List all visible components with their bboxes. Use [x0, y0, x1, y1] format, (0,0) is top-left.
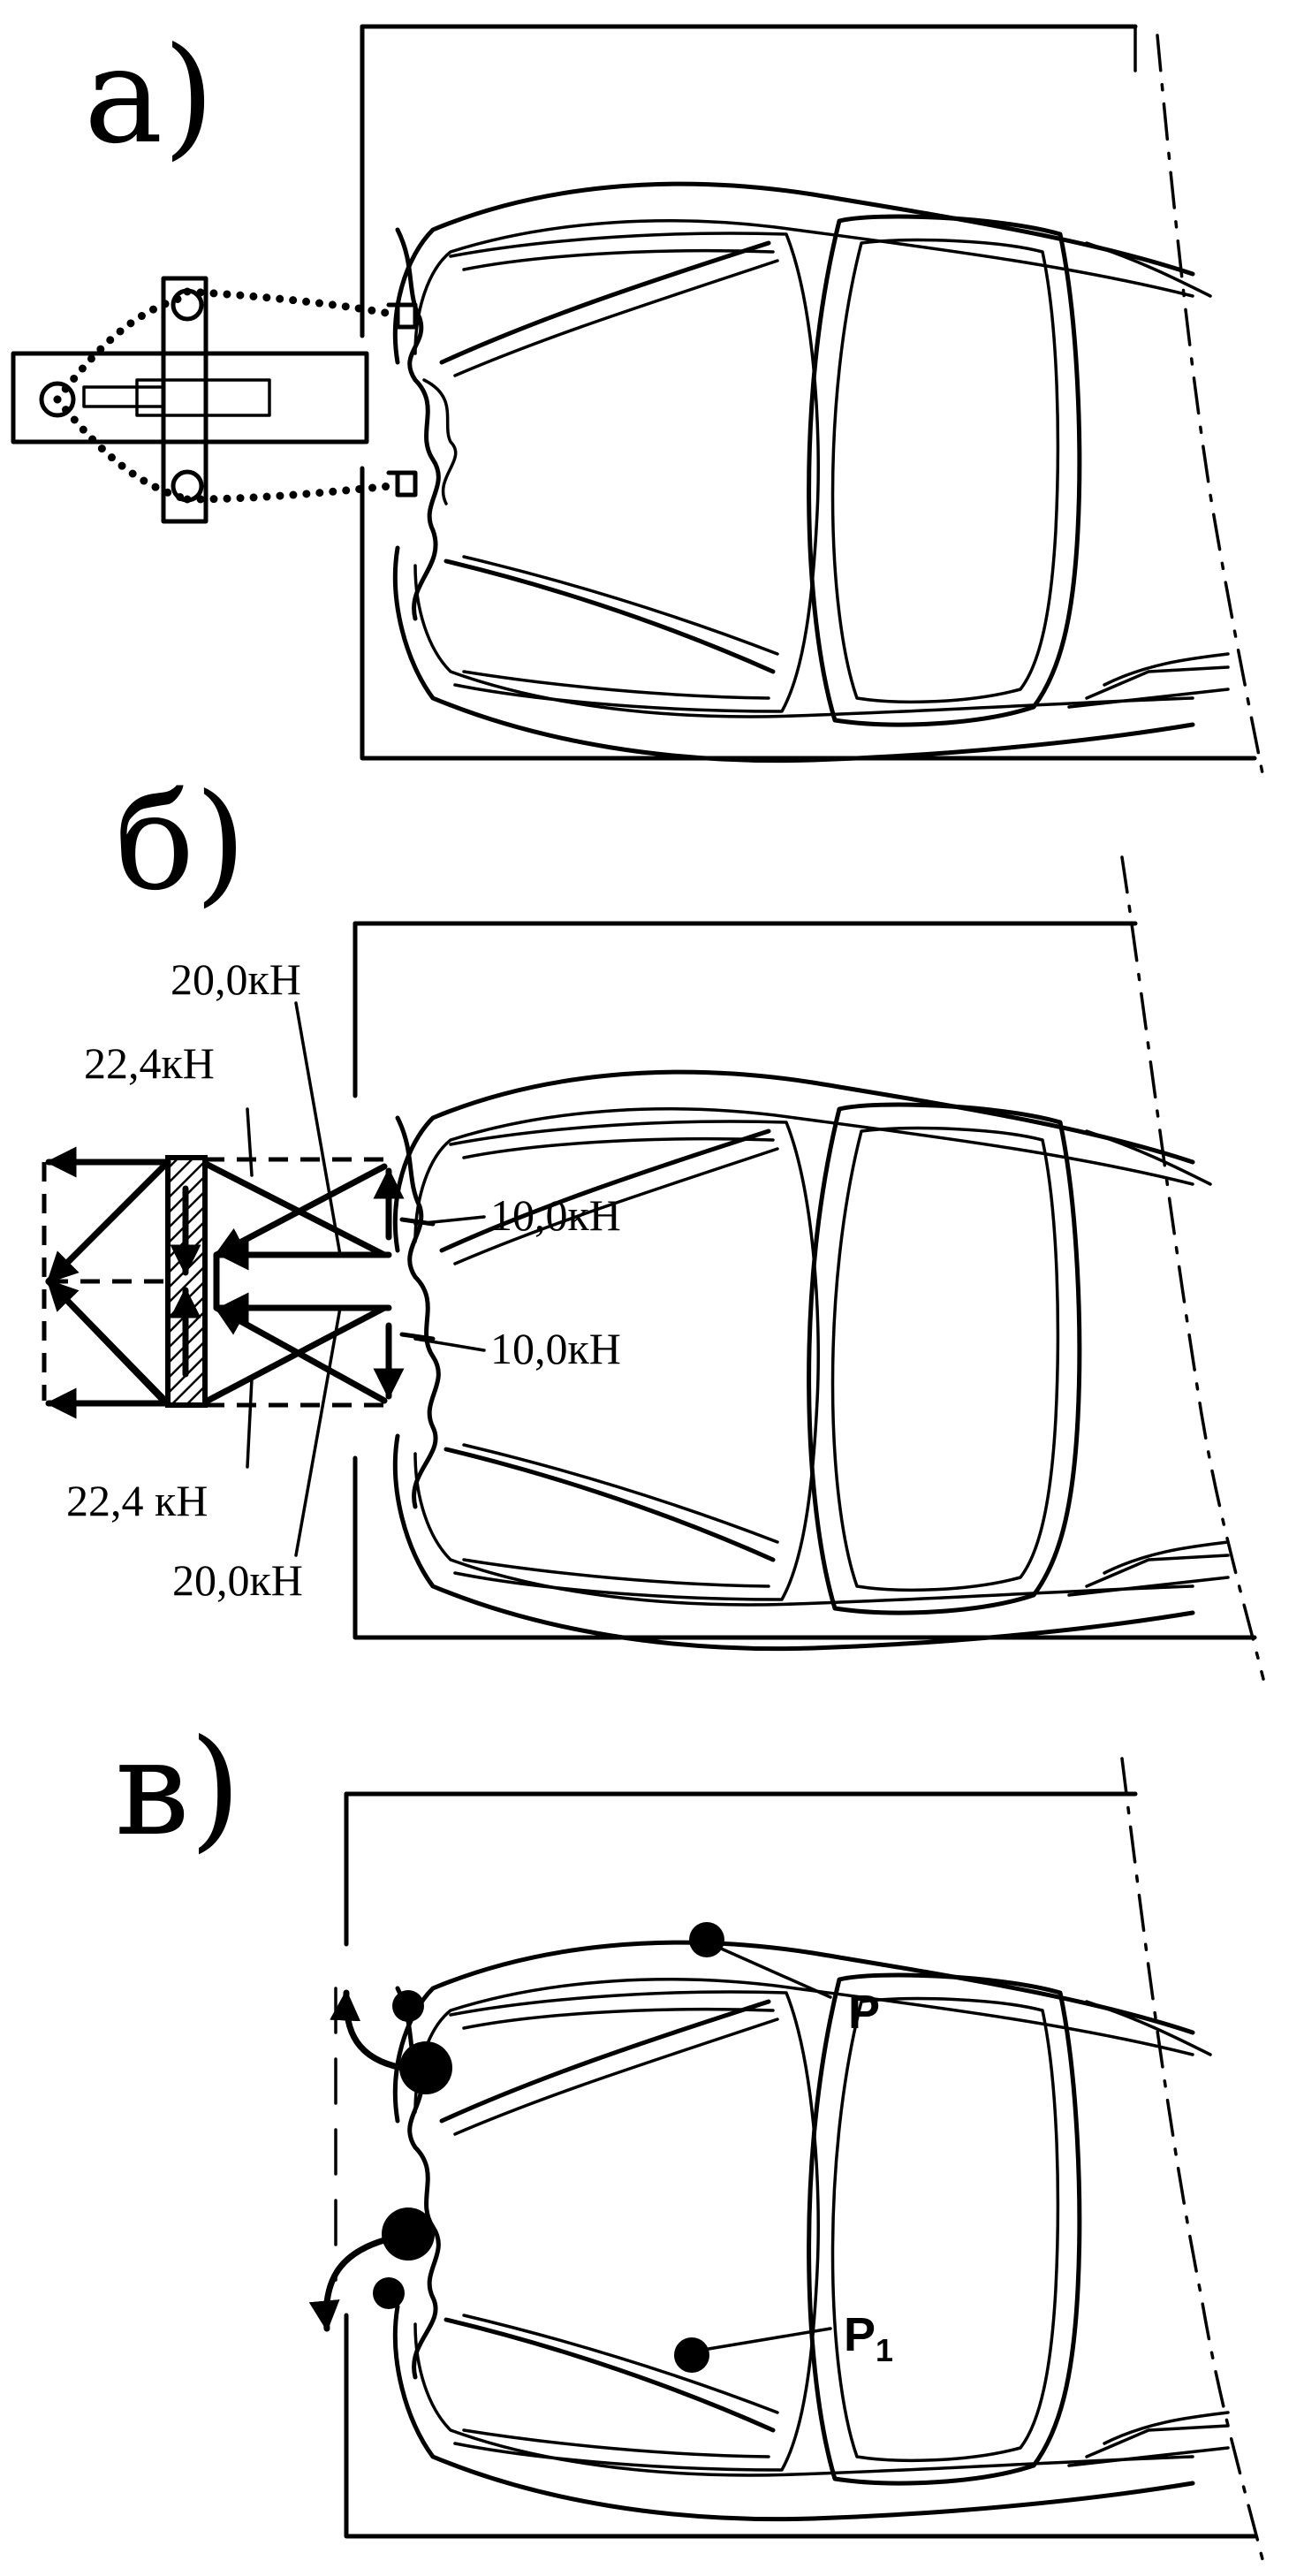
panel-a-right-edge — [1156, 34, 1265, 779]
point-p1 — [674, 2337, 709, 2373]
pulling-device-a — [11, 276, 418, 524]
force-leaders — [246, 1001, 486, 1557]
force-label-top-chain: 22,4кН — [84, 1038, 215, 1088]
hinge-point-small-top — [392, 1990, 424, 2022]
panel-a-frame — [360, 24, 1257, 761]
rotation-arrow-bottom — [308, 2237, 388, 2332]
panel-b-frame — [353, 921, 1257, 1640]
force-label-bottom-pull: 20,0кН — [172, 1555, 303, 1605]
panel-b-car — [395, 1072, 1228, 1649]
panel-c-right-edge — [1120, 1757, 1265, 2565]
panel-a-label: а) — [84, 19, 215, 173]
rotation-arrow-top — [330, 1989, 406, 2071]
point-label-p: P — [848, 1986, 880, 2039]
panel-b-label: б) — [115, 766, 246, 920]
point-label-p1: P1 — [844, 2308, 893, 2368]
chains-a — [53, 287, 395, 504]
force-label-bottom-chain: 22,4 кН — [66, 1476, 208, 1525]
force-label-bottom-clamp: 10,0кН — [490, 1324, 621, 1373]
deformation-points-c — [308, 1922, 832, 2373]
hinge-point-large-bottom — [382, 2207, 435, 2261]
hinge-point-large-top — [399, 2041, 452, 2094]
panel-a-car — [395, 184, 1228, 761]
force-label-top-clamp: 10,0кН — [490, 1190, 621, 1240]
force-label-top-pull: 20,0кН — [171, 954, 301, 1004]
panel-c-frame — [334, 1791, 1257, 2539]
force-diagram-b — [42, 1146, 436, 1419]
panel-c-label: в) — [115, 1712, 241, 1866]
hinge-point-small-bottom — [373, 2277, 405, 2309]
panel-b-right-edge — [1120, 855, 1265, 1681]
point-p — [689, 1922, 724, 1957]
panel-c-car — [395, 1942, 1228, 2519]
